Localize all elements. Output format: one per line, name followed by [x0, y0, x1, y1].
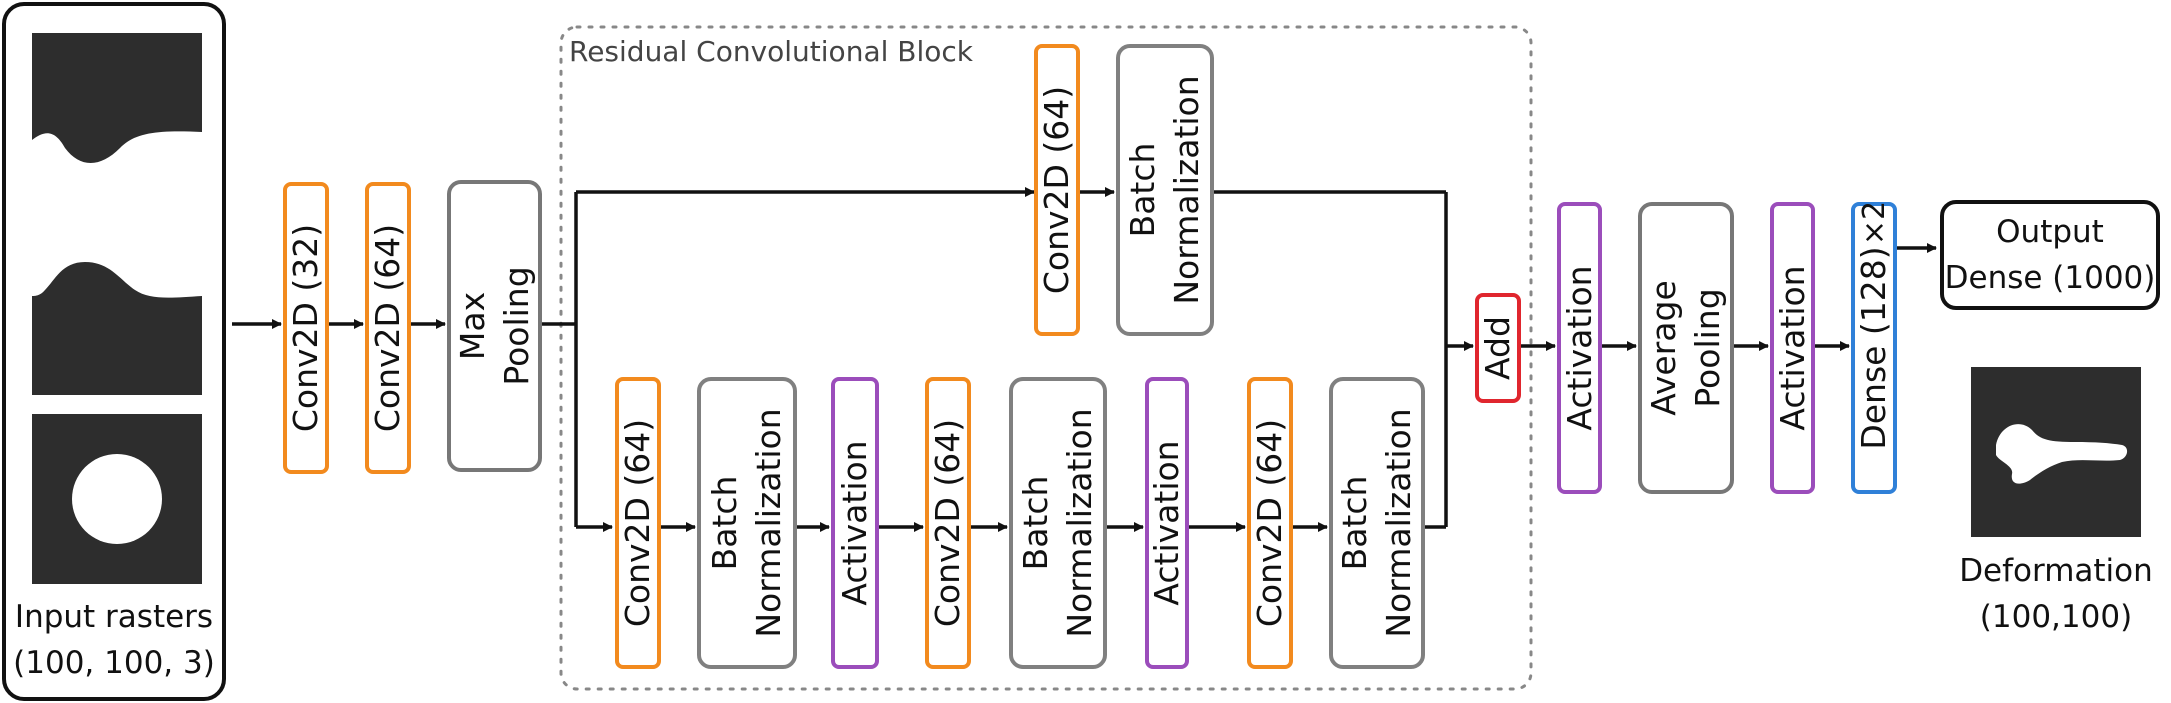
- deformation-line1: Deformation: [1959, 553, 2153, 589]
- average-pooling-label: Average Pooling: [1642, 280, 1730, 416]
- main-conv2d-a-layer: Conv2D (64): [615, 377, 661, 669]
- input-label-line2: (100, 100, 3): [13, 645, 215, 681]
- main-batchnorm-a-line1: Batch: [705, 475, 744, 571]
- average-pooling-line2: Pooling: [1688, 288, 1727, 408]
- residual-block-title: Residual Convolutional Block: [569, 35, 974, 68]
- input-raster-2: [32, 225, 202, 395]
- shortcut-batchnorm-line1: Batch: [1123, 142, 1162, 238]
- output-dense-label: Output Dense (1000): [1945, 209, 2156, 301]
- main-batchnorm-b-line1: Batch: [1016, 475, 1055, 571]
- main-activation-b-label: Activation: [1147, 440, 1186, 606]
- average-pooling-line1: Average: [1644, 280, 1683, 416]
- output-dense-layer: Output Dense (1000): [1940, 200, 2160, 310]
- dense-128-layer: Dense (128): [1851, 202, 1897, 494]
- input-raster-3: [32, 414, 202, 584]
- main-activation-b-layer: Activation: [1145, 377, 1189, 669]
- max-pooling-line1: Max: [452, 291, 492, 361]
- max-pooling-label: Max Pooling: [451, 266, 539, 385]
- head-activation-1-label: Activation: [1559, 265, 1599, 431]
- head-activation-1-layer: Activation: [1557, 202, 1602, 494]
- main-conv2d-a-label: Conv2D (64): [618, 418, 657, 628]
- main-batchnorm-a-label: Batch Normalization: [703, 408, 791, 637]
- max-pooling-layer: Max Pooling: [447, 180, 542, 472]
- conv2d-64-stem-layer: Conv2D (64): [365, 182, 411, 474]
- max-pooling-line2: Pooling: [496, 266, 536, 386]
- shortcut-batchnorm-layer: Batch Normalization: [1116, 44, 1214, 336]
- shortcut-batchnorm-line2: Normalization: [1167, 75, 1206, 305]
- main-conv2d-c-label: Conv2D (64): [1250, 418, 1289, 628]
- add-label: Add: [1478, 316, 1517, 380]
- input-panel: [2, 2, 226, 701]
- conv2d-64-stem-label: Conv2D (64): [368, 223, 407, 433]
- input-label: Input rasters (100, 100, 3): [4, 594, 224, 686]
- deformation-raster: [1971, 367, 2141, 537]
- shortcut-batchnorm-label: Batch Normalization: [1121, 75, 1209, 304]
- main-batchnorm-c-line2: Normalization: [1379, 408, 1418, 638]
- head-activation-2-layer: Activation: [1770, 202, 1815, 494]
- repeat-multiplier: ×2: [1857, 200, 1892, 246]
- dense-128-label: Dense (128): [1854, 246, 1893, 450]
- residual-block-frame: [559, 25, 1533, 691]
- main-conv2d-c-layer: Conv2D (64): [1247, 377, 1293, 669]
- deformation-line2: (100,100): [1979, 599, 2133, 635]
- input-label-line1: Input rasters: [14, 599, 214, 635]
- conv2d-32-label: Conv2D (32): [286, 223, 325, 433]
- conv2d-32-layer: Conv2D (32): [283, 182, 329, 474]
- shortcut-conv2d-label: Conv2D (64): [1037, 85, 1076, 295]
- add-layer: Add: [1475, 293, 1521, 403]
- main-batchnorm-c-layer: Batch Normalization: [1329, 377, 1425, 669]
- main-activation-a-label: Activation: [835, 440, 874, 606]
- main-batchnorm-a-layer: Batch Normalization: [697, 377, 797, 669]
- head-activation-2-label: Activation: [1772, 265, 1812, 431]
- main-batchnorm-b-layer: Batch Normalization: [1009, 377, 1107, 669]
- main-batchnorm-b-label: Batch Normalization: [1014, 408, 1102, 637]
- main-batchnorm-c-label: Batch Normalization: [1333, 408, 1421, 637]
- main-activation-a-layer: Activation: [831, 377, 879, 669]
- main-conv2d-b-layer: Conv2D (64): [925, 377, 971, 669]
- output-line1: Output: [1996, 214, 2104, 250]
- output-line2: Dense (1000): [1944, 260, 2156, 296]
- average-pooling-layer: Average Pooling: [1638, 202, 1734, 494]
- deformation-label: Deformation (100,100): [1946, 548, 2166, 640]
- main-conv2d-b-label: Conv2D (64): [928, 418, 967, 628]
- main-batchnorm-c-line1: Batch: [1335, 475, 1374, 571]
- input-raster-1: [32, 33, 202, 203]
- shortcut-conv2d-layer: Conv2D (64): [1034, 44, 1080, 336]
- main-batchnorm-b-line2: Normalization: [1060, 408, 1099, 638]
- main-batchnorm-a-line2: Normalization: [749, 408, 788, 638]
